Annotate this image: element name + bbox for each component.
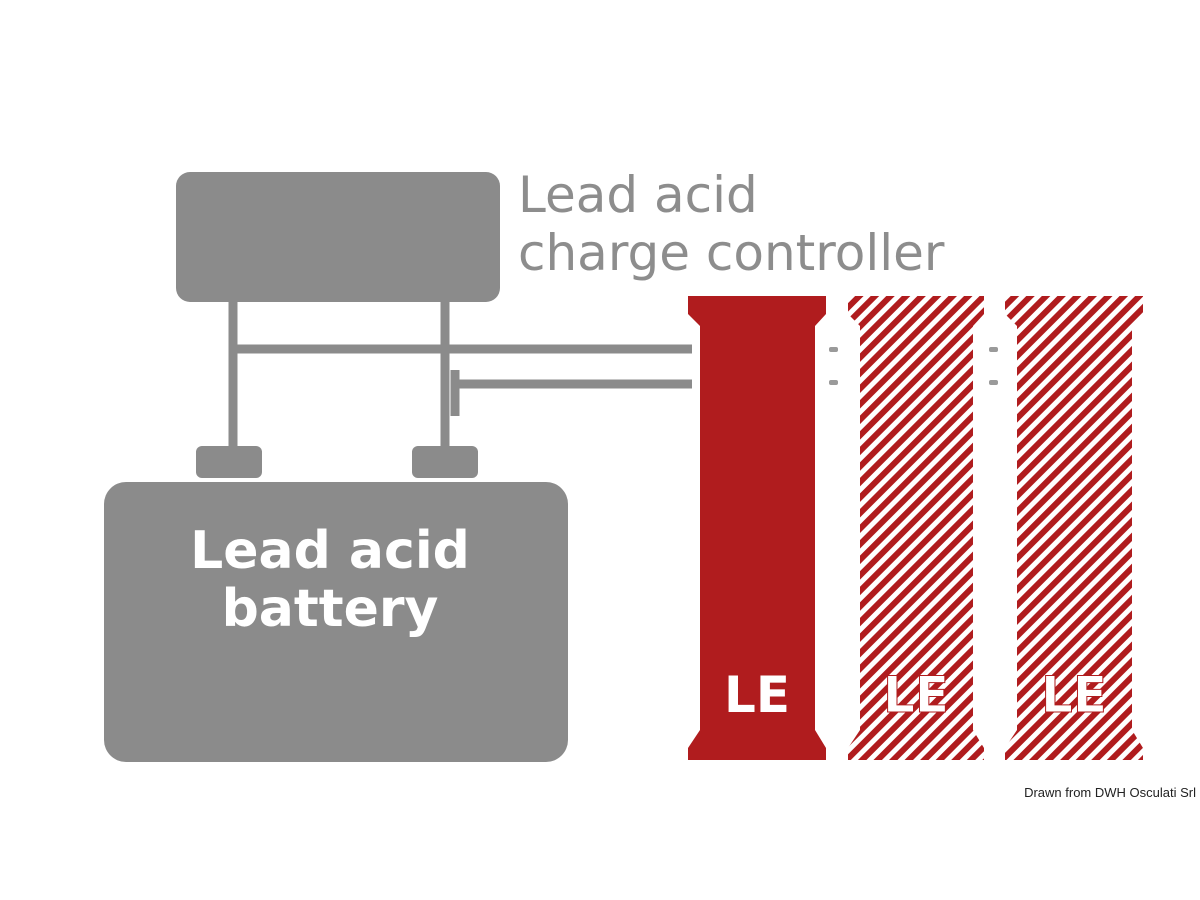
le-module-1-label: LE: [724, 666, 790, 724]
battery-label-line1: Lead acid: [190, 521, 470, 581]
le-module-1: [688, 296, 826, 760]
battery-terminal-positive: [412, 446, 478, 478]
credit-text: Drawn from DWH Osculati Srl: [1024, 785, 1196, 800]
controller-label-line1: Lead acid: [518, 166, 758, 224]
battery-terminal-negative: [196, 446, 262, 478]
battery-label-line2: battery: [222, 579, 439, 639]
le-module-2: [848, 296, 984, 760]
le-module-3-label: LE: [1041, 666, 1107, 724]
connection-dots: [829, 347, 998, 385]
wires: [228, 300, 692, 450]
le-module-2-label: LE: [883, 666, 949, 724]
charge-controller-box: [176, 172, 500, 302]
lead-acid-battery: [104, 482, 568, 762]
controller-label-line2: charge controller: [518, 224, 945, 282]
le-module-3: [1005, 296, 1143, 760]
